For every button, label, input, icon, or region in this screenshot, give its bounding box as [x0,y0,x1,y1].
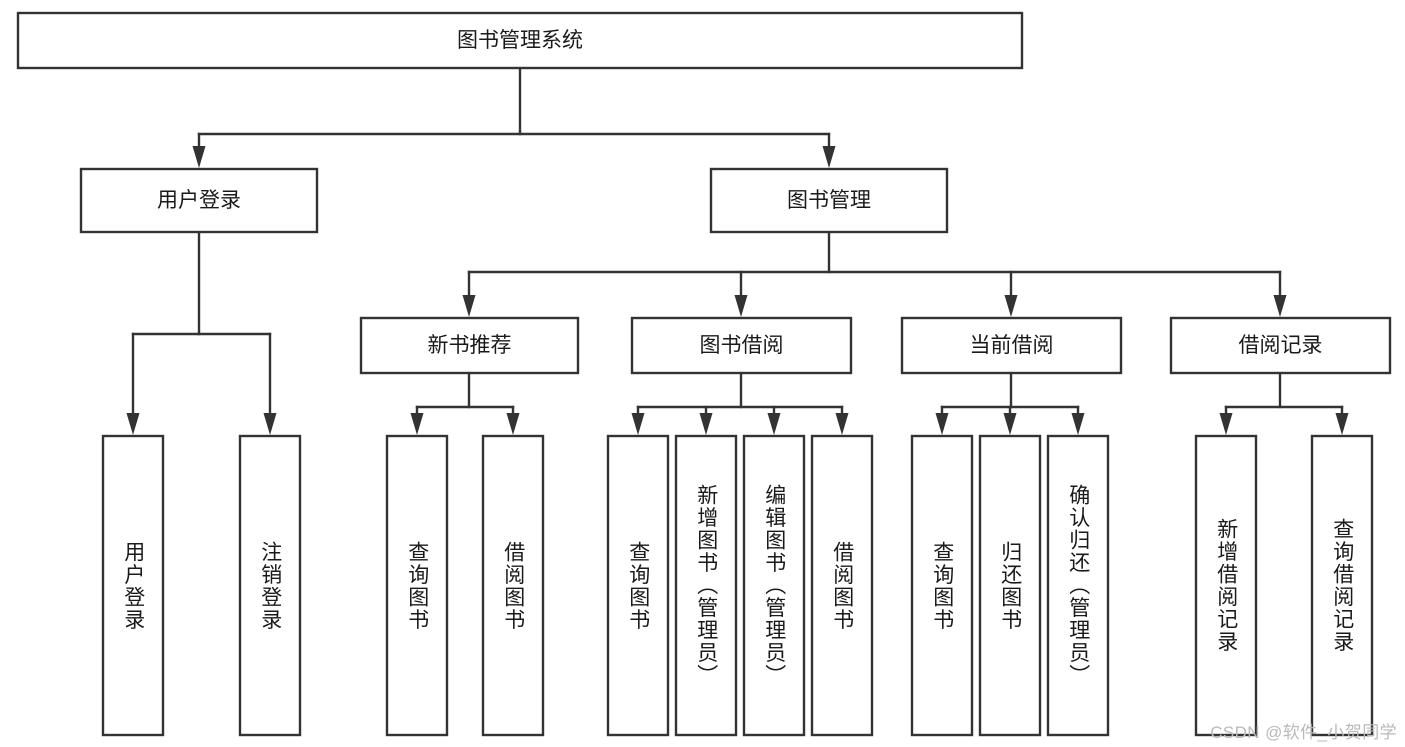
level3-node-借阅记录-box[interactable] [1169,316,1392,375]
root-node-图书管理系统-box[interactable] [16,11,1024,70]
level3-node-新书推荐-label: 新书推荐 [428,334,512,357]
leaf-node-借阅图书-box[interactable] [481,434,545,737]
connectors-layer [126,66,1349,435]
connector-current-borrow-to-leaves [935,371,1085,435]
connector-user-login-to-leaves [126,230,277,435]
level3-node-当前借阅-label: 当前借阅 [970,334,1054,357]
level3-node-新书推荐-box[interactable] [359,316,580,375]
leaf-node-新增借阅记录-box[interactable] [1194,434,1258,737]
leaf-node-注销登录-box[interactable] [238,434,302,737]
boxes-layer [16,11,1392,737]
leaf-node-查询图书-box[interactable] [385,434,449,737]
level3-node-图书借阅-box[interactable] [630,316,853,375]
connector-borrow-record-to-leaves [1219,371,1349,435]
level3-node-图书借阅-label: 图书借阅 [700,334,784,357]
level2-node-图书管理-box[interactable] [709,167,949,234]
level2-node-用户登录-label: 用户登录 [157,189,241,212]
connector-new-book-to-leaves [410,371,520,435]
connector-root-to-level2 [192,66,836,168]
leaf-node-查询借阅记录-box[interactable] [1310,434,1374,737]
leaf-node-查询图书-box[interactable] [910,434,974,737]
connector-book-manage-to-level3 [462,230,1287,317]
leaf-node-查询图书-box[interactable] [606,434,670,737]
leaf-node-用户登录-box[interactable] [101,434,165,737]
watermark-text: CSDN @软件_小贺同学 [1210,723,1397,742]
leaf-node-新增图书管理员-box[interactable] [674,434,738,737]
level3-node-借阅记录-label: 借阅记录 [1239,334,1323,357]
level3-node-当前借阅-box[interactable] [900,316,1123,375]
level2-node-图书管理-label: 图书管理 [787,189,871,212]
connector-borrow-to-leaves [631,371,849,435]
leaf-node-确认归还管理员-box[interactable] [1046,434,1110,737]
leaf-node-归还图书-box[interactable] [978,434,1042,737]
leaf-node-编辑图书管理员-box[interactable] [742,434,806,737]
leaf-node-借阅图书-box[interactable] [810,434,874,737]
root-node-图书管理系统-label: 图书管理系统 [457,29,583,52]
level2-node-用户登录-box[interactable] [79,167,319,234]
